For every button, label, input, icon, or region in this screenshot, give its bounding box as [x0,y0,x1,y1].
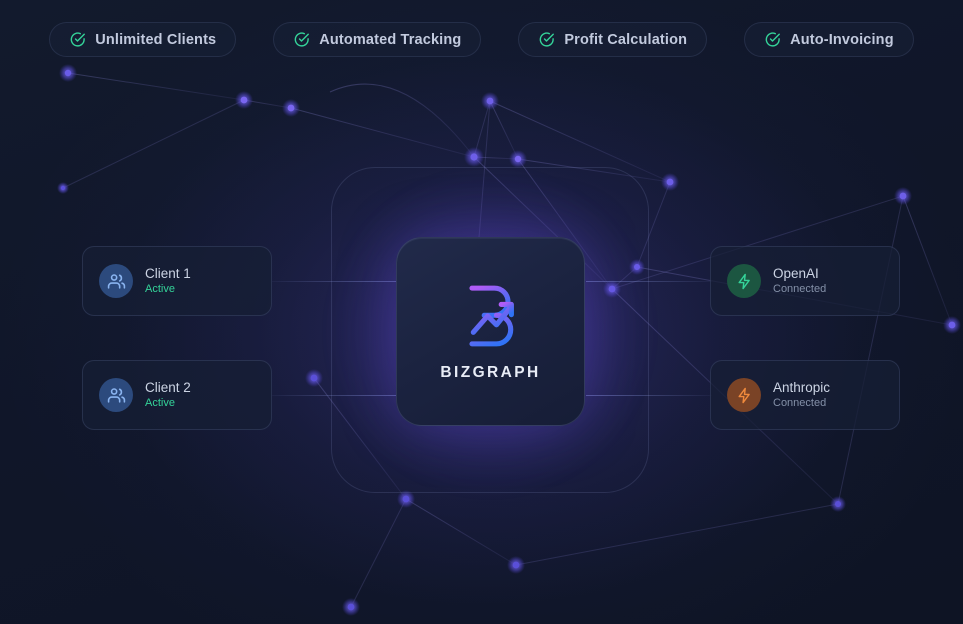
network-nodes [57,64,961,616]
users-icon [107,387,125,403]
bizgraph-b-chart-arrow-logo [468,285,514,346]
feature-pill-automated-tracking[interactable]: Automated Tracking [273,22,482,57]
feature-pill-row: Unlimited Clients Automated Tracking Pro… [0,22,963,57]
integration-card-openai[interactable]: OpenAI Connected [710,246,900,316]
feature-pill-unlimited-clients[interactable]: Unlimited Clients [49,22,237,57]
client-card-title: Client 1 [145,265,191,281]
integration-card-text: Anthropic Connected [773,380,830,410]
feature-pill-label: Automated Tracking [319,31,462,48]
feature-pill-profit-calculation[interactable]: Profit Calculation [518,22,708,57]
client-card-1[interactable]: Client 1 Active [82,246,272,316]
integration-card-title: Anthropic [773,379,831,395]
feature-pill-auto-invoicing[interactable]: Auto-Invoicing [744,22,914,57]
feature-pill-label: Auto-Invoicing [790,31,894,48]
check-circle-icon [294,32,310,47]
check-circle-icon [70,32,86,47]
integration-badge-anthropic [727,378,761,412]
integration-card-status: Connected [773,283,827,296]
integration-card-anthropic[interactable]: Anthropic Connected [710,360,900,430]
feature-pill-label: Unlimited Clients [95,31,217,48]
client-card-2[interactable]: Client 2 Active [82,360,272,430]
integration-badge-openai [727,264,761,298]
client-card-status: Active [145,397,175,410]
integration-card-title: OpenAI [773,265,819,281]
lightning-bolt-icon [737,387,750,403]
check-circle-icon [540,32,555,47]
client-card-title: Client 2 [145,379,191,395]
brand-center-card[interactable]: BIZGRAPH [396,237,585,426]
feature-pill-label: Profit Calculation [564,31,688,48]
client-card-text: Client 1 Active [145,266,191,296]
integration-card-text: OpenAI Connected [773,266,826,296]
check-circle-icon [765,32,781,47]
users-icon [107,273,125,289]
lightning-bolt-icon [737,273,750,289]
integration-card-status: Connected [773,397,827,410]
client-card-status: Active [145,283,175,296]
client-avatar-badge [99,264,133,298]
brand-wordmark: BIZGRAPH [440,363,541,381]
client-avatar-badge [99,378,133,412]
client-card-text: Client 2 Active [145,380,191,410]
